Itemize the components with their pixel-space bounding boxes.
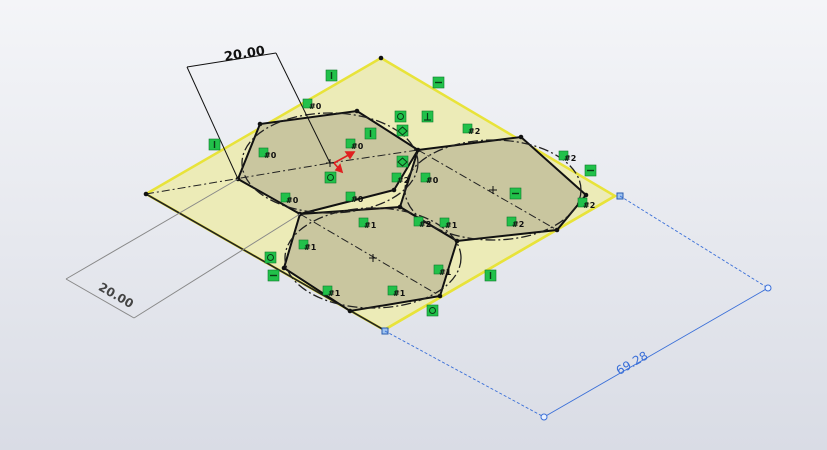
svg-text:#2: #2 xyxy=(419,220,431,229)
dimension-right-value[interactable]: 69.28 xyxy=(614,348,651,377)
relation-2-e[interactable]: #2 xyxy=(506,216,524,229)
svg-text:#0: #0 xyxy=(286,196,299,205)
relation-vertical-a[interactable] xyxy=(325,69,338,82)
relation-2-c[interactable]: #2 xyxy=(391,172,409,185)
relation-horizontal-b[interactable] xyxy=(509,187,522,200)
relation-concentric-c[interactable] xyxy=(426,304,439,317)
plate-edge-front-right[interactable] xyxy=(383,194,616,332)
construction-line-2[interactable] xyxy=(417,149,558,231)
dimension-left[interactable] xyxy=(65,178,301,319)
circle-2[interactable] xyxy=(404,139,582,241)
construction-line-1[interactable] xyxy=(299,213,441,297)
svg-text:#0: #0 xyxy=(351,142,364,151)
relation-horizontal-d[interactable] xyxy=(267,269,280,282)
relation-1-e[interactable]: #1 xyxy=(322,285,341,298)
relation-2-a[interactable]: #2 xyxy=(462,123,480,136)
svg-text:#0: #0 xyxy=(351,195,364,204)
relation-1-d[interactable]: #1 xyxy=(433,264,452,277)
relation-0-b[interactable]: #0 xyxy=(258,147,277,160)
relation-0-a[interactable]: #0 xyxy=(302,98,322,111)
construction-line-0[interactable] xyxy=(145,162,331,195)
svg-text:#0: #0 xyxy=(426,176,439,185)
relation-0-e[interactable]: #0 xyxy=(280,192,299,205)
relation-tangent-b[interactable] xyxy=(396,124,409,137)
construction-line-0b[interactable] xyxy=(329,149,419,164)
relation-horizontal-c[interactable] xyxy=(584,164,597,177)
relation-0-c[interactable]: #0 xyxy=(345,138,364,151)
dimension-top-value[interactable]: 20.00 xyxy=(223,44,266,65)
dimension-left-value[interactable]: 20.00 xyxy=(96,280,136,311)
center-mark-2[interactable] xyxy=(489,186,497,194)
svg-text:#1: #1 xyxy=(393,289,406,298)
relation-1-c[interactable]: #1 xyxy=(298,239,317,252)
svg-text:#2: #2 xyxy=(468,127,480,136)
relation-tangent-a[interactable] xyxy=(394,110,407,123)
relation-horizontal-a[interactable] xyxy=(432,76,445,89)
relation-2-d[interactable]: #2 xyxy=(413,216,431,229)
circle-0[interactable] xyxy=(241,112,419,214)
relation-perpendicular-icon[interactable] xyxy=(421,110,434,123)
svg-text:#2: #2 xyxy=(512,220,524,229)
svg-text:#2: #2 xyxy=(583,201,595,210)
relation-vertical-d[interactable] xyxy=(484,269,497,282)
relation-1-b[interactable]: #1 xyxy=(439,217,458,230)
relation-1-f[interactable]: #1 xyxy=(387,285,406,298)
relation-0-d[interactable]: #0 xyxy=(345,191,364,204)
svg-text:#0: #0 xyxy=(309,102,322,111)
center-mark-1[interactable] xyxy=(369,254,377,262)
sketch-points[interactable] xyxy=(143,55,589,314)
relation-1-a[interactable]: #1 xyxy=(358,217,377,230)
dimension-right-end-a[interactable] xyxy=(764,284,772,292)
dimension-right-end-b[interactable] xyxy=(540,413,548,421)
svg-text:#2: #2 xyxy=(397,176,409,185)
svg-text:#0: #0 xyxy=(264,151,277,160)
relation-tangent-c[interactable] xyxy=(396,155,409,168)
svg-text:#1: #1 xyxy=(364,221,377,230)
svg-text:#1: #1 xyxy=(439,268,452,277)
relation-vertical-c[interactable] xyxy=(364,127,377,140)
circle-1[interactable] xyxy=(284,207,462,309)
relation-0-f[interactable]: #0 xyxy=(420,172,439,185)
dimension-right[interactable] xyxy=(384,195,769,418)
svg-text:#1: #1 xyxy=(304,243,317,252)
relation-2-b[interactable]: #2 xyxy=(558,150,576,163)
relation-2-f[interactable]: #2 xyxy=(577,197,595,210)
relation-vertical-b[interactable] xyxy=(208,138,221,151)
relation-concentric-b[interactable] xyxy=(264,251,277,264)
svg-text:#1: #1 xyxy=(328,289,341,298)
svg-text:#2: #2 xyxy=(564,154,576,163)
svg-text:#1: #1 xyxy=(445,221,458,230)
relation-concentric-a[interactable] xyxy=(324,171,337,184)
origin-icon xyxy=(333,151,356,174)
